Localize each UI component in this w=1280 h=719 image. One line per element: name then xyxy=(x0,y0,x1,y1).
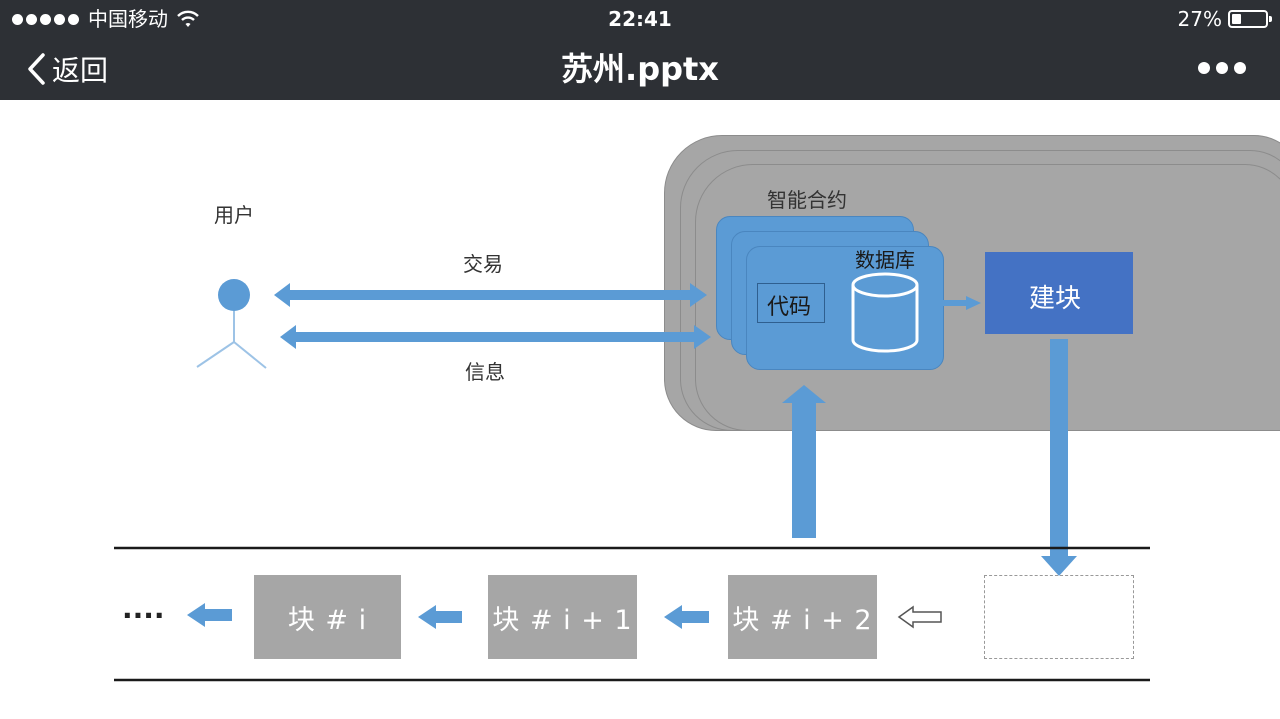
chain-arrow-3 xyxy=(187,603,232,627)
code-box xyxy=(757,283,825,323)
block-i-plus-1: 块 # i + 1 xyxy=(488,575,637,659)
smart-contract-label: 智能合约 xyxy=(767,188,847,212)
block-i-plus-2: 块 # i + 2 xyxy=(728,575,877,659)
chevron-left-icon xyxy=(28,53,45,85)
hollow-left-arrow xyxy=(897,605,942,629)
signal-dot xyxy=(26,13,37,25)
more-dot xyxy=(1234,62,1246,74)
chain-arrow-1 xyxy=(664,605,709,629)
transaction-arrow xyxy=(274,283,707,307)
wifi-icon xyxy=(177,10,199,27)
chain-to-contract-arrow xyxy=(782,385,826,538)
diagram-shapes xyxy=(114,272,1150,682)
carrier-name: 中国移动 xyxy=(88,7,168,31)
battery-percent: 27% xyxy=(1177,7,1222,31)
status-bar-right: 27% xyxy=(1177,6,1272,32)
signal-dot xyxy=(12,13,23,25)
build-to-slot-arrow xyxy=(1041,339,1077,576)
block-i: 块 # i xyxy=(254,575,401,659)
back-button[interactable]: 返回 xyxy=(26,48,108,90)
code-label: 代码 xyxy=(767,295,812,320)
slide-canvas: 块 # i 块 # i + 1 块 # i + 2 xyxy=(0,100,1280,719)
status-time: 22:41 xyxy=(608,7,672,31)
transaction-label: 交易 xyxy=(463,252,503,276)
signal-dot xyxy=(54,13,65,25)
status-bar-left: 中国移动 xyxy=(12,6,200,32)
database-icon xyxy=(851,272,919,353)
battery-icon xyxy=(1228,10,1272,28)
build-block-label: 建块 xyxy=(1029,284,1082,314)
more-dot xyxy=(1198,62,1210,74)
more-dot xyxy=(1216,62,1228,74)
user-figure-icon xyxy=(196,279,267,369)
chain-ellipsis: ···· xyxy=(122,599,165,632)
info-label: 信息 xyxy=(465,360,505,384)
database-to-build-arrow xyxy=(921,296,981,310)
signal-dot xyxy=(40,13,51,25)
build-block-box xyxy=(985,252,1133,334)
top-bar: 中国移动 22:41 27% 返回 苏州.pptx xyxy=(0,0,1280,100)
back-label: 返回 xyxy=(52,54,109,87)
more-options-button[interactable] xyxy=(1192,62,1246,74)
document-title: 苏州.pptx xyxy=(561,50,719,88)
info-arrow xyxy=(280,325,711,349)
new-block-slot xyxy=(984,575,1134,659)
chain-arrow-2 xyxy=(418,605,462,629)
user-label: 用户 xyxy=(214,203,254,227)
signal-dot xyxy=(68,13,79,25)
database-label: 数据库 xyxy=(855,248,915,272)
